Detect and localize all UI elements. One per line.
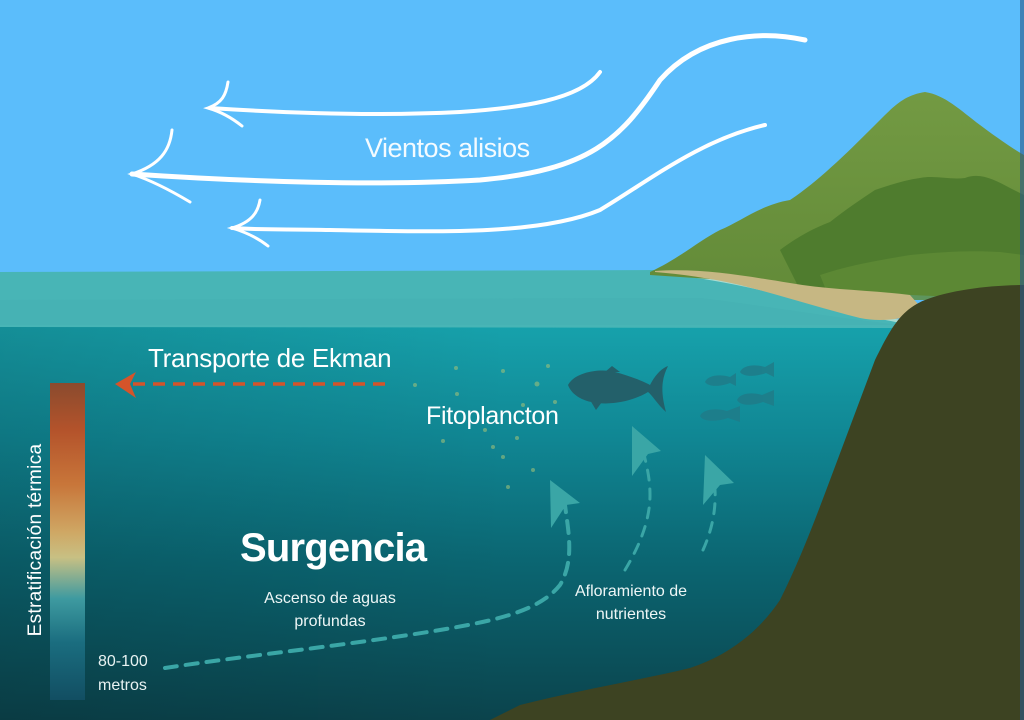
nutrients-line1: Afloramiento de bbox=[574, 583, 688, 600]
fish-icon bbox=[568, 366, 668, 412]
upwelling-desc-line2: profundas bbox=[294, 613, 366, 630]
thermal-stratification-label: Estratificación térmica bbox=[25, 443, 46, 637]
phytoplankton-icon bbox=[413, 364, 557, 489]
depth-label: 80-100 metros bbox=[98, 650, 148, 698]
ekman-arrow-icon bbox=[115, 372, 385, 398]
upwelling-title: Surgencia bbox=[240, 526, 427, 570]
stratification-bar bbox=[50, 383, 85, 700]
upwelling-desc-line1: Ascenso de aguas bbox=[264, 590, 396, 607]
phytoplankton-label: Fitoplancton bbox=[426, 402, 559, 430]
depth-line1: 80-100 bbox=[98, 653, 148, 670]
fish-school-icon bbox=[700, 362, 774, 422]
upwelling-description: Ascenso de aguas profundas bbox=[240, 587, 420, 633]
ekman-transport-label: Transporte de Ekman bbox=[148, 343, 392, 373]
seabed bbox=[490, 285, 1024, 720]
nutrients-label: Afloramiento de nutrientes bbox=[566, 580, 696, 626]
nutrients-line2: nutrientes bbox=[595, 606, 667, 623]
wind-arrow-icon bbox=[127, 33, 808, 248]
trade-winds-label: Vientos alisios bbox=[365, 133, 530, 163]
mountain-icon bbox=[650, 92, 1024, 300]
beach bbox=[655, 270, 925, 320]
depth-line2: metros bbox=[98, 677, 147, 694]
